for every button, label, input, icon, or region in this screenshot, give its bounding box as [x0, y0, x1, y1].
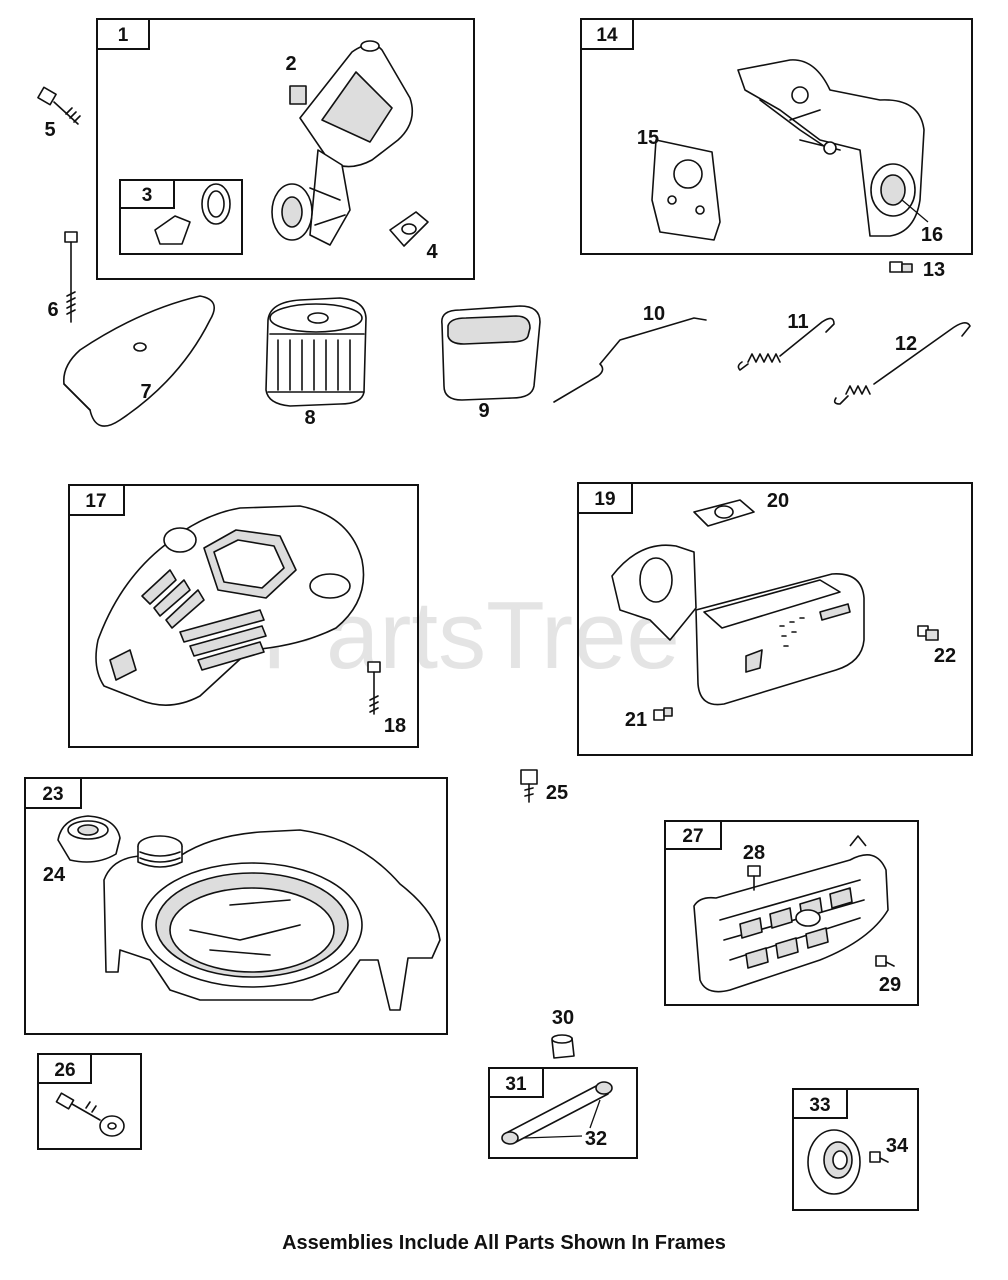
frame-label-23: 23: [42, 784, 63, 805]
part-number-11: 11: [787, 311, 808, 333]
frame-19: 19: [577, 482, 973, 756]
part-number-7: 7: [140, 381, 151, 403]
frame-27: 27: [664, 820, 919, 1006]
part-3-primer: [154, 183, 231, 245]
part-number-32: 32: [585, 1128, 607, 1150]
part-number-12: 12: [895, 333, 917, 355]
part-9-pre-cleaner: 9: [441, 305, 541, 422]
part-number-4: 4: [426, 241, 438, 263]
part-31-shaft: 32: [501, 1081, 613, 1150]
part-8-air-filter: 8: [265, 297, 367, 429]
part-number-20: 20: [767, 490, 789, 512]
part-12-spring: 12: [833, 322, 971, 405]
part-number-5: 5: [44, 119, 55, 141]
part-13-screw: 13: [889, 259, 945, 281]
part-number-25: 25: [546, 782, 568, 804]
frame-14: 14: [580, 18, 973, 255]
frame-label-3: 3: [142, 185, 153, 206]
frame-17: 17: [68, 484, 419, 748]
part-number-22: 22: [934, 645, 956, 667]
part-23-fuel-tank: [103, 829, 441, 1011]
frame-label-1: 1: [118, 25, 129, 46]
part-number-18: 18: [384, 715, 406, 737]
frame-1: 1: [96, 18, 475, 280]
frame-31: 31: [488, 1067, 638, 1159]
frame-23: 23: [24, 777, 448, 1035]
part-number-24: 24: [43, 864, 66, 886]
frame-label-33: 33: [809, 1095, 830, 1116]
part-11-spring: 11: [737, 311, 835, 371]
part-26-bolt-washer: [55, 1092, 125, 1137]
part-number-16: 16: [921, 224, 943, 246]
part-5-screw: 5: [37, 86, 81, 141]
part-24-fuel-cap: 24: [43, 815, 121, 886]
part-28-screw: 28: [743, 842, 765, 891]
part-19-muffler: [611, 544, 865, 706]
footer-caption: Assemblies Include All Parts Shown In Fr…: [282, 1232, 726, 1254]
part-22-screw: 22: [917, 625, 956, 667]
frame-label-27: 27: [682, 826, 703, 847]
part-number-29: 29: [879, 974, 901, 996]
air-cleaner-base: [271, 40, 414, 246]
part-15-gasket: 15: [637, 127, 721, 241]
frame-label-14: 14: [596, 25, 618, 46]
part-17-blower-housing: [95, 505, 365, 706]
part-10-governor-link: 10: [553, 303, 707, 403]
part-6-bolt: 6: [47, 231, 78, 323]
part-number-10: 10: [643, 303, 665, 325]
part-14-carburetor-bracket: [737, 59, 925, 237]
frame-label-26: 26: [54, 1060, 75, 1081]
frame-3: 3: [119, 179, 243, 255]
frame-26: 26: [37, 1053, 142, 1150]
frame-label-19: 19: [594, 489, 615, 510]
part-29-screw: 29: [875, 955, 901, 996]
part-number-6: 6: [47, 299, 58, 321]
part-33-hub: [807, 1129, 861, 1195]
part-number-34: 34: [886, 1135, 909, 1157]
part-20-gasket: 20: [693, 490, 789, 527]
part-number-28: 28: [743, 842, 765, 864]
part-number-30: 30: [552, 1007, 574, 1029]
frame-33: 33: [792, 1088, 919, 1211]
part-21-screw: 21: [625, 707, 673, 731]
part-2-clip: 2: [285, 53, 307, 105]
part-number-21: 21: [625, 709, 647, 731]
part-27-muffler-guard: [693, 835, 889, 993]
part-number-15: 15: [637, 127, 659, 149]
part-number-2: 2: [285, 53, 296, 75]
frame-label-31: 31: [505, 1074, 527, 1095]
part-25-plug: 25: [520, 769, 568, 804]
part-18-screw: 18: [367, 661, 406, 737]
leader-16: [901, 199, 929, 223]
part-30-bushing: 30: [551, 1007, 575, 1059]
part-7-air-cleaner-cover: 7: [63, 295, 216, 427]
part-number-9: 9: [478, 400, 489, 422]
part-34-screw: 34: [869, 1135, 909, 1163]
part-number-8: 8: [304, 407, 315, 429]
part-number-13: 13: [923, 259, 945, 281]
frame-label-17: 17: [85, 491, 106, 512]
part-4-gasket: 4: [389, 211, 438, 263]
